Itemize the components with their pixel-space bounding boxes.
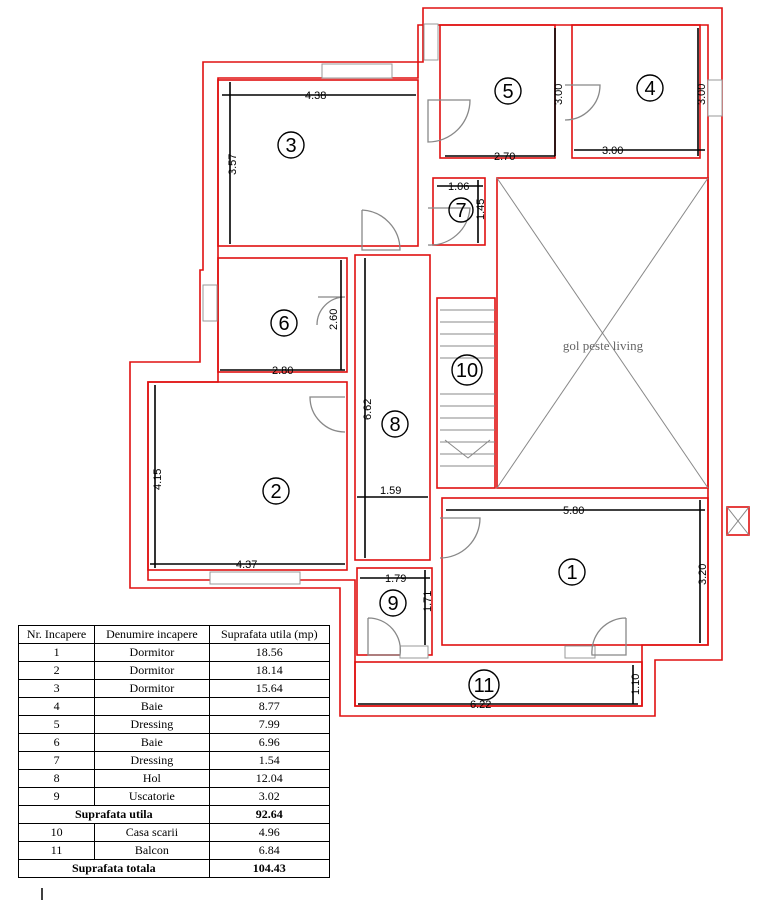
window [202, 284, 218, 322]
area-table: Nr. Incapere Denumire incapere Suprafata… [17, 625, 331, 878]
room-label-2: 2 [270, 481, 281, 503]
room-label-11: 11 [474, 675, 495, 697]
room-10-outline [436, 297, 496, 489]
void-cross [496, 177, 709, 489]
dim-r5-height: 3.00 [553, 84, 565, 105]
window [321, 63, 393, 79]
window [399, 645, 429, 659]
room-11-outline [354, 661, 643, 707]
door [591, 617, 627, 656]
void-label: gol peste living [563, 338, 644, 353]
room-label-9: 9 [387, 593, 398, 615]
dim-r9-height: 1.71 [422, 591, 434, 612]
table-header: Nr. Incapere Denumire incapere Suprafata… [17, 625, 331, 644]
dim-r6-height: 2.60 [328, 309, 340, 330]
stairs [440, 309, 495, 467]
door [427, 99, 471, 143]
door [361, 209, 401, 251]
dim-r7-height: 1.45 [475, 199, 487, 220]
dimension-labels: 4.38 3.57 2.70 3.00 3.00 3.00 1.06 1.45 … [152, 84, 709, 711]
window [423, 23, 439, 61]
room-6-outline [217, 257, 348, 373]
room-labels: 1 2 3 4 5 6 7 8 9 10 11 gol peste living [262, 74, 664, 701]
dim-r1-width: 5.80 [563, 505, 584, 517]
dim-r8-height: 6.62 [362, 399, 374, 420]
header-nr: Nr. Incapere [17, 625, 96, 644]
room-label-5: 5 [502, 81, 513, 103]
room-2-outline [147, 381, 348, 571]
dim-r9-width: 1.79 [385, 573, 406, 585]
void-outline [496, 177, 709, 489]
room-7-outline [432, 177, 486, 246]
dim-r1-height: 3.20 [697, 564, 709, 585]
room-8-outline [354, 254, 431, 561]
room-label-1: 1 [566, 562, 577, 584]
dimension-lines [150, 28, 705, 705]
dim-r4-width: 3.00 [602, 145, 623, 157]
dim-r6-width: 2.80 [272, 365, 293, 377]
room-label-3: 3 [285, 135, 296, 157]
window [707, 79, 723, 117]
dim-r8-width: 1.59 [380, 485, 401, 497]
dim-r4-height: 3.00 [696, 84, 708, 105]
room-3-outline [217, 79, 419, 247]
dim-r11-height: 1.10 [630, 674, 642, 695]
room-5-outline [439, 24, 556, 159]
door [564, 84, 601, 121]
door [427, 207, 471, 246]
dim-r3-height: 3.57 [227, 154, 239, 175]
window [564, 645, 596, 659]
dim-r2-width: 4.37 [236, 559, 257, 571]
dim-r3-width: 4.38 [305, 90, 326, 102]
dim-r11-width: 6.22 [470, 699, 491, 711]
door [367, 617, 402, 656]
room-label-8: 8 [389, 414, 400, 436]
dim-r2-height: 4.15 [152, 469, 164, 490]
outer-wall [129, 7, 723, 717]
window [209, 571, 301, 585]
dim-r7-width: 1.06 [448, 181, 469, 193]
room-label-4: 4 [644, 78, 655, 100]
room-label-10: 10 [456, 360, 478, 382]
door [439, 517, 481, 559]
header-area: Suprafata utila (mp) [208, 625, 331, 644]
dim-r5-width: 2.70 [494, 151, 515, 163]
chimney [726, 506, 750, 536]
room-label-6: 6 [278, 313, 289, 335]
header-name: Denumire incapere [94, 625, 210, 644]
room-label-7: 7 [455, 200, 466, 222]
room-4-outline [571, 24, 701, 159]
room-1-outline [441, 497, 709, 646]
door [309, 396, 346, 433]
